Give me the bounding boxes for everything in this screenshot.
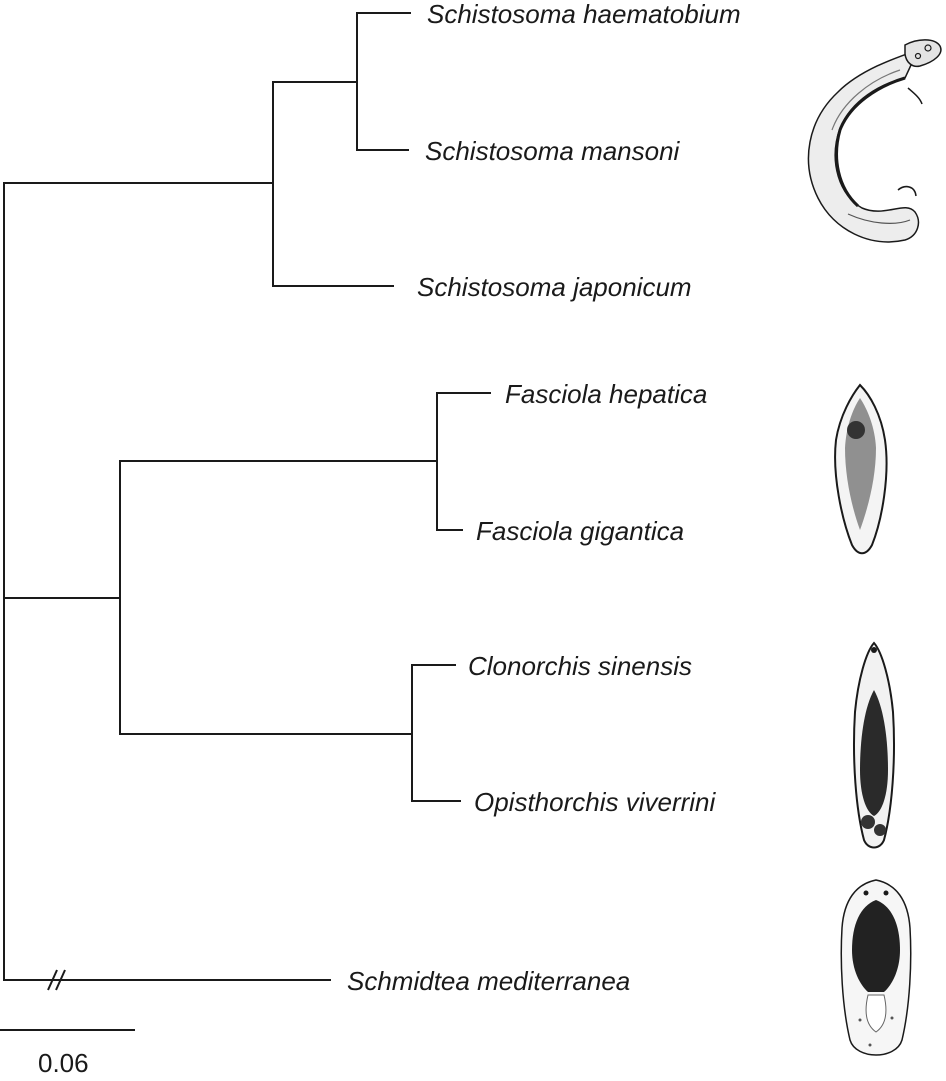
opisthorchiid-illustration: [854, 643, 894, 848]
taxon-label-c-sinensis: Clonorchis sinensis: [468, 651, 692, 681]
schistosoma-pair-illustration: [808, 40, 940, 242]
taxon-label-s-japonicum: Schistosoma japonicum: [417, 272, 692, 302]
taxon-label-s-mansoni: Schistosoma mansoni: [425, 136, 681, 166]
taxon-label-s-haematobium: Schistosoma haematobium: [427, 0, 741, 29]
taxon-label-f-hepatica: Fasciola hepatica: [505, 379, 707, 409]
taxon-label-o-viverrini: Opisthorchis viverrini: [474, 787, 717, 817]
fasciola-illustration: [835, 385, 886, 553]
scale-bar: 0.06: [0, 1030, 135, 1078]
planarian-illustration: [841, 880, 910, 1055]
taxon-label-f-gigantica: Fasciola gigantica: [476, 516, 684, 546]
taxon-label-s-mediterranea: Schmidtea mediterranea: [347, 966, 630, 996]
scale-bar-label: 0.06: [38, 1048, 89, 1078]
